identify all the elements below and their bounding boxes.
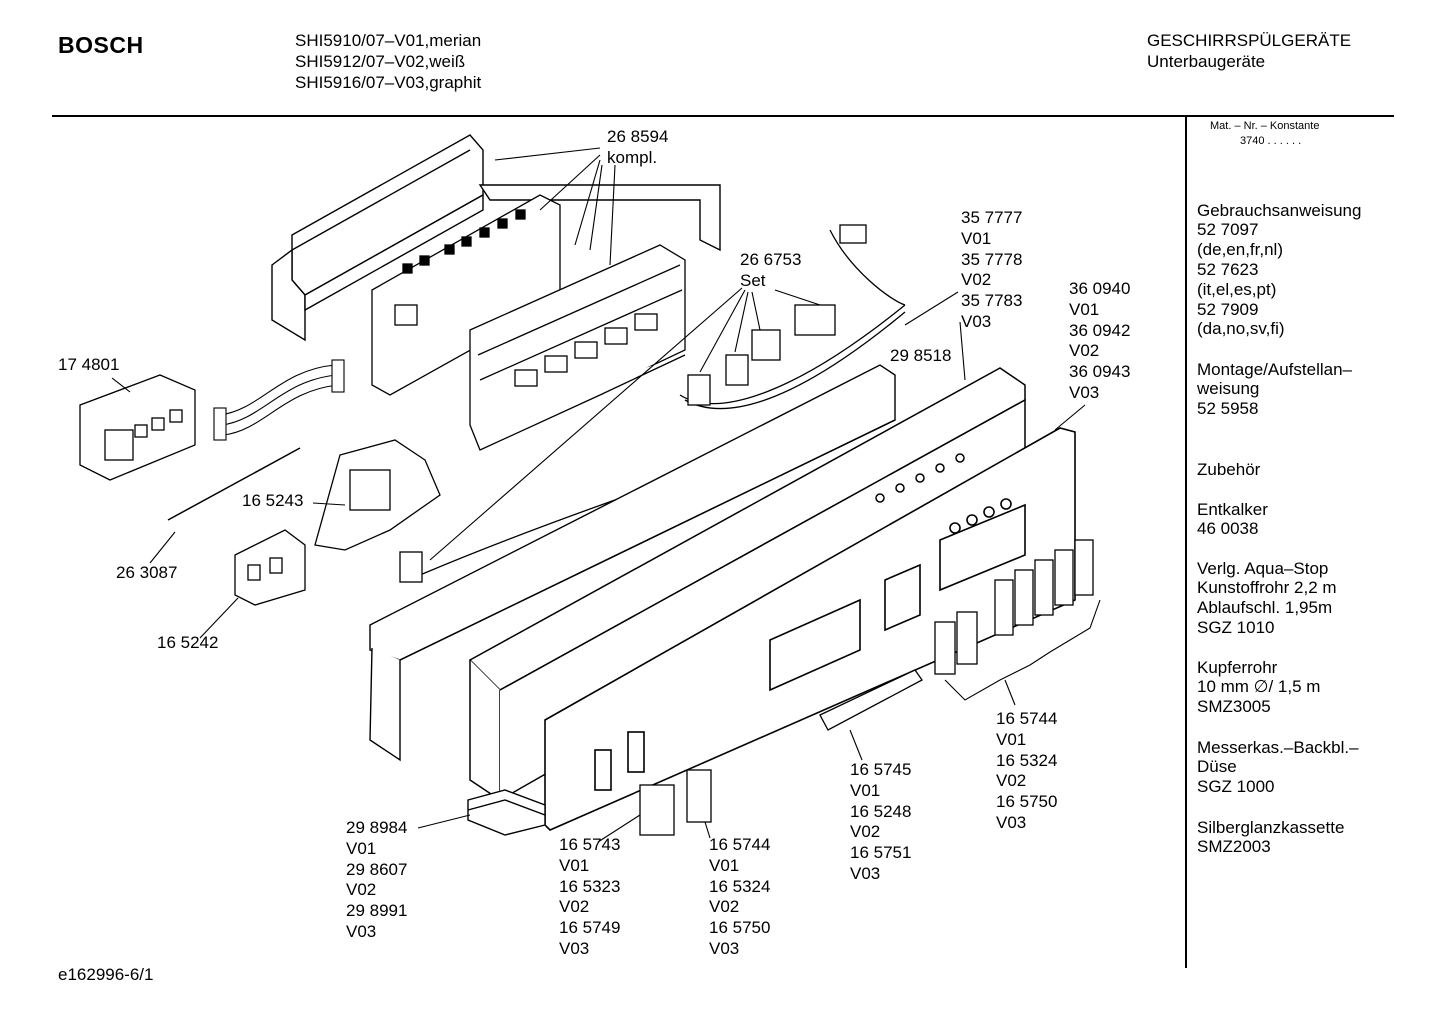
callout-174801: 17 4801 <box>58 355 120 374</box>
top-cover-strip <box>271 134 721 342</box>
mat-number-value: 3740 . . . . . . <box>1240 135 1302 147</box>
sidebar-section-accessories: Zubehör <box>1197 459 1261 479</box>
callout-298984: 29 8984 V01 29 8607 V02 29 8991 V03 <box>346 818 408 941</box>
callout-360940: 36 0940 V01 36 0942 V02 36 0943 V03 <box>1069 279 1131 402</box>
mat-number-title: Mat. – Nr. – Konstante <box>1210 120 1320 132</box>
callout-165745: 16 5745 V01 16 5248 V02 16 5751 V03 <box>850 760 912 883</box>
document-code: e162996-6/1 <box>58 965 154 984</box>
category-title: GESCHIRRSPÜLGERÄTE <box>1147 31 1352 50</box>
ribbon-cable <box>213 359 345 441</box>
wiring-harness <box>399 224 906 583</box>
inner-control-panel <box>369 364 896 762</box>
model-line-2: SHI5912/07–V02,weiß <box>295 52 466 71</box>
display-window-strip <box>819 669 923 731</box>
display-module <box>79 374 196 481</box>
switch-bracket <box>314 439 441 551</box>
front-cover <box>544 427 1076 831</box>
callout-165744-bottom: 16 5744 V01 16 5324 V02 16 5750 V03 <box>709 835 771 958</box>
switch-carrier <box>469 244 686 451</box>
single-buttons <box>639 769 712 836</box>
callout-263087: 26 3087 <box>116 563 178 582</box>
callout-268594: 26 8594 kompl. <box>607 127 669 167</box>
insulation-pads <box>467 789 546 836</box>
program-buttons <box>934 539 1094 675</box>
callout-165744-right: 16 5744 V01 16 5324 V02 16 5750 V03 <box>996 709 1058 832</box>
connecting-rod <box>167 447 301 521</box>
callout-165243: 16 5243 <box>242 491 304 510</box>
subcategory-title: Unterbaugeräte <box>1147 52 1266 71</box>
callout-357777: 35 7777 V01 35 7778 V02 35 7783 V03 <box>961 208 1023 331</box>
model-line-3: SHI5916/07–V03,graphit <box>295 73 482 92</box>
leader-lines <box>111 147 1101 843</box>
callout-165242: 16 5242 <box>157 633 219 652</box>
mains-switch <box>234 529 306 606</box>
brand-logo: BOSCH <box>58 32 144 58</box>
callout-266753: 26 6753 Set <box>740 250 802 290</box>
model-line-1: SHI5910/07–V01,merian <box>295 31 482 50</box>
callout-165743: 16 5743 V01 16 5323 V02 16 5749 V03 <box>559 835 621 958</box>
callout-298518: 29 8518 <box>890 346 952 365</box>
